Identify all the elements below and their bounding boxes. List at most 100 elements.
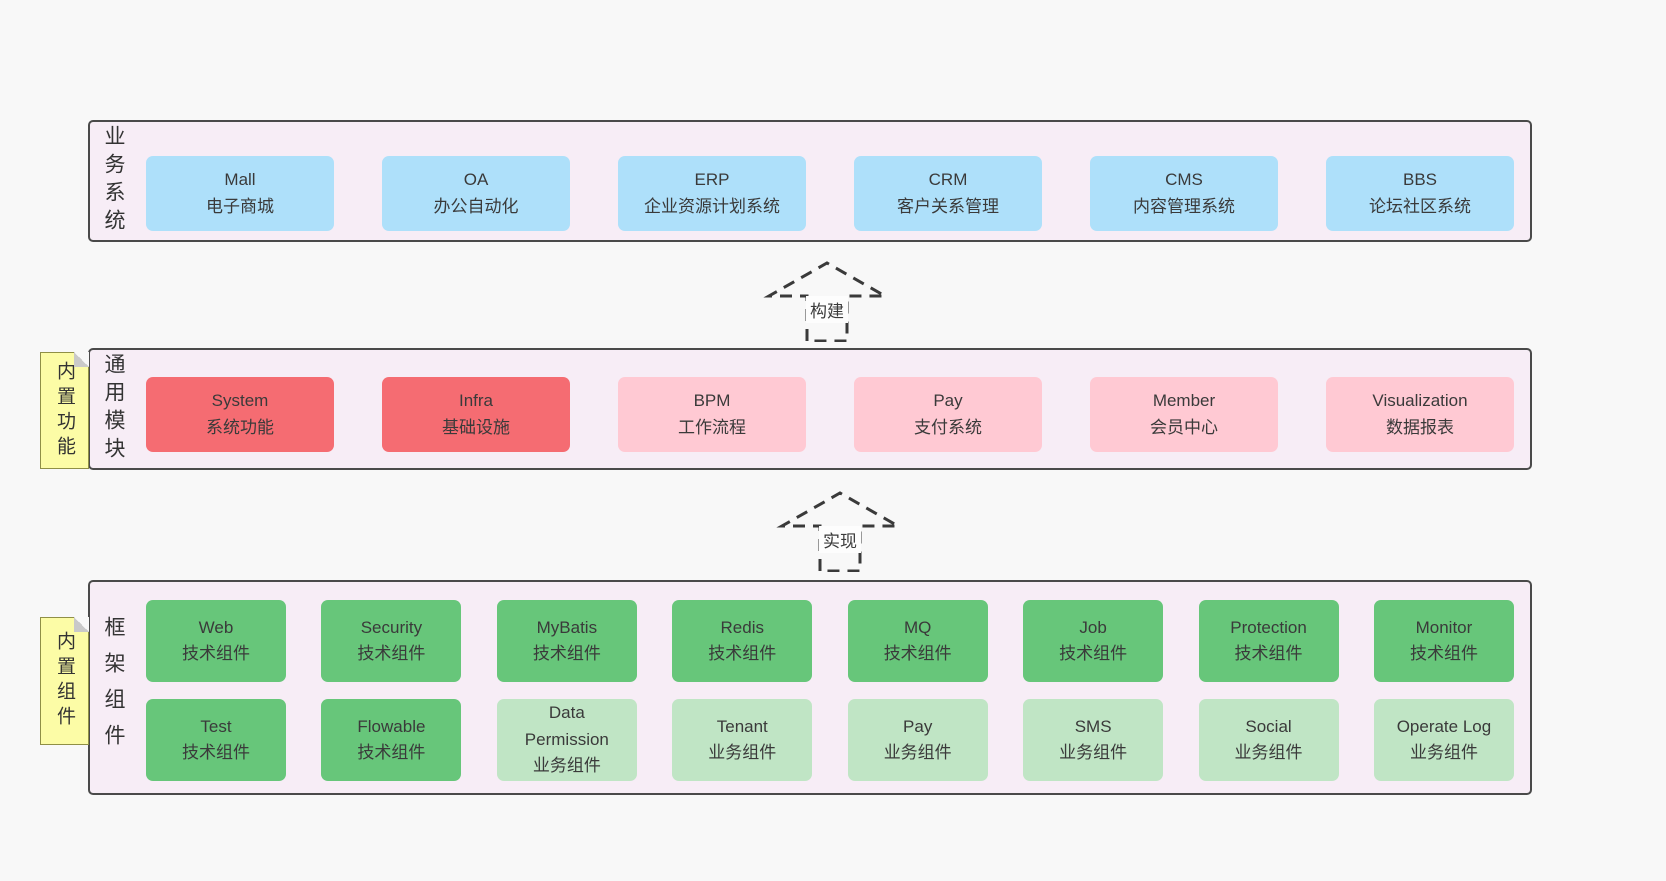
node-name: Infra [458, 391, 494, 411]
layer-framework-components-label: 框架组件 [102, 615, 125, 760]
node-name: Data Permission [524, 703, 609, 749]
node-subtitle: 技术组件 [357, 644, 426, 663]
node-data-permission: Data Permission 业务组件 [496, 699, 637, 781]
node-name: Protection [1230, 617, 1307, 637]
node-subtitle: 办公自动化 [433, 196, 519, 216]
sticky-note-built-in-components: 内置组件 [40, 617, 89, 745]
node-name: Mall [224, 170, 256, 190]
node-subtitle: 业务组件 [532, 756, 601, 776]
node-name: Flowable [357, 716, 426, 736]
node-subtitle: 业务组件 [1059, 743, 1128, 762]
sticky-note-text: 内置功能 [54, 360, 75, 461]
layer-common-modules-label: 通用模块 [102, 353, 125, 465]
node-name: Job [1079, 617, 1107, 637]
node-subtitle: 电子商城 [206, 196, 274, 216]
node-mall: Mall 电子商城 [146, 156, 334, 231]
node-name: Social [1245, 716, 1292, 736]
layer-business-systems-label: 业务系统 [102, 125, 125, 237]
node-name: Operate Log [1396, 716, 1492, 736]
node-redis: Redis 技术组件 [672, 600, 813, 682]
node-subtitle: 业务组件 [708, 743, 777, 762]
node-oa: OA 办公自动化 [382, 156, 570, 231]
node-name: CMS [1165, 170, 1203, 190]
node-name: Pay [903, 716, 933, 736]
node-name: Monitor [1415, 617, 1473, 637]
layer-common-modules: 通用模块 System 系统功能 Infra 基础设施 BPM 工作流程 Pay… [88, 348, 1532, 470]
node-subtitle: 系统功能 [206, 417, 274, 437]
node-subtitle: 技术组件 [182, 743, 250, 762]
node-web: Web 技术组件 [146, 600, 286, 682]
node-bpm: BPM 工作流程 [618, 377, 806, 452]
node-name: SMS [1074, 716, 1112, 736]
node-name: Tenant [716, 716, 768, 736]
node-social: Social 业务组件 [1198, 699, 1339, 781]
node-operate-log: Operate Log 业务组件 [1373, 699, 1514, 781]
node-subtitle: 技术组件 [708, 644, 777, 663]
node-subtitle: 基础设施 [442, 417, 510, 437]
node-name: OA [463, 170, 489, 190]
node-security: Security 技术组件 [321, 600, 462, 682]
arrow-build-label: 构建 [806, 296, 848, 323]
node-name: System [211, 391, 269, 411]
node-name: Member [1152, 391, 1216, 411]
node-name: Test [200, 716, 232, 736]
node-name: BPM [693, 391, 731, 411]
node-subtitle: 技术组件 [357, 743, 426, 762]
node-name: Redis [720, 617, 764, 637]
sticky-note-built-in-features: 内置功能 [40, 352, 89, 469]
node-cms: CMS 内容管理系统 [1090, 156, 1278, 231]
node-mq: MQ 技术组件 [847, 600, 988, 682]
node-name: CRM [928, 170, 968, 190]
layer-business-systems: 业务系统 Mall 电子商城 OA 办公自动化 ERP 企业资源计划系统 CRM… [88, 120, 1532, 242]
node-erp: ERP 企业资源计划系统 [618, 156, 806, 231]
node-subtitle: 技术组件 [883, 644, 952, 663]
node-visualization: Visualization 数据报表 [1326, 377, 1514, 452]
node-subtitle: 支付系统 [914, 417, 982, 437]
arrow-build: 构建 [757, 256, 897, 342]
node-subtitle: 技术组件 [532, 644, 601, 663]
node-subtitle: 业务组件 [883, 743, 952, 762]
node-tenant: Tenant 业务组件 [672, 699, 813, 781]
node-subtitle: 客户关系管理 [897, 196, 999, 216]
node-subtitle: 技术组件 [1234, 644, 1303, 663]
node-subtitle: 内容管理系统 [1133, 196, 1235, 216]
node-subtitle: 技术组件 [1409, 644, 1478, 663]
node-subtitle: 工作流程 [678, 417, 746, 437]
node-flowable: Flowable 技术组件 [321, 699, 462, 781]
node-subtitle: 技术组件 [182, 644, 250, 663]
node-pay: Pay 支付系统 [854, 377, 1042, 452]
arrow-implement-label: 实现 [819, 526, 861, 553]
node-subtitle: 论坛社区系统 [1369, 196, 1471, 216]
node-name: Security [360, 617, 423, 637]
node-test: Test 技术组件 [146, 699, 286, 781]
dashed-up-arrow-icon [776, 491, 904, 572]
node-system: System 系统功能 [146, 377, 334, 452]
arrow-implement: 实现 [770, 486, 910, 572]
dashed-up-arrow-icon [763, 261, 891, 342]
node-infra: Infra 基础设施 [382, 377, 570, 452]
node-subtitle: 企业资源计划系统 [644, 196, 780, 216]
node-name: BBS [1402, 170, 1438, 190]
node-name: ERP [694, 170, 730, 190]
node-member: Member 会员中心 [1090, 377, 1278, 452]
node-crm: CRM 客户关系管理 [854, 156, 1042, 231]
node-subtitle: 业务组件 [1234, 743, 1303, 762]
node-name: Web [198, 617, 234, 637]
node-subtitle: 会员中心 [1150, 417, 1218, 437]
node-name: Visualization [1372, 391, 1468, 411]
node-protection: Protection 技术组件 [1198, 600, 1339, 682]
node-job: Job 技术组件 [1023, 600, 1164, 682]
node-subtitle: 业务组件 [1409, 743, 1478, 762]
node-monitor: Monitor 技术组件 [1373, 600, 1514, 682]
node-subtitle: 数据报表 [1386, 417, 1454, 437]
node-name: MyBatis [536, 617, 598, 637]
node-bbs: BBS 论坛社区系统 [1326, 156, 1514, 231]
node-name: Pay [933, 391, 963, 411]
node-pay-business: Pay 业务组件 [847, 699, 988, 781]
sticky-note-text: 内置组件 [54, 631, 75, 731]
node-sms: SMS 业务组件 [1023, 699, 1164, 781]
node-mybatis: MyBatis 技术组件 [496, 600, 637, 682]
layer-framework-components: 框架组件 Web 技术组件 Security 技术组件 MyBatis 技术组件… [88, 580, 1532, 795]
node-subtitle: 技术组件 [1059, 644, 1128, 663]
